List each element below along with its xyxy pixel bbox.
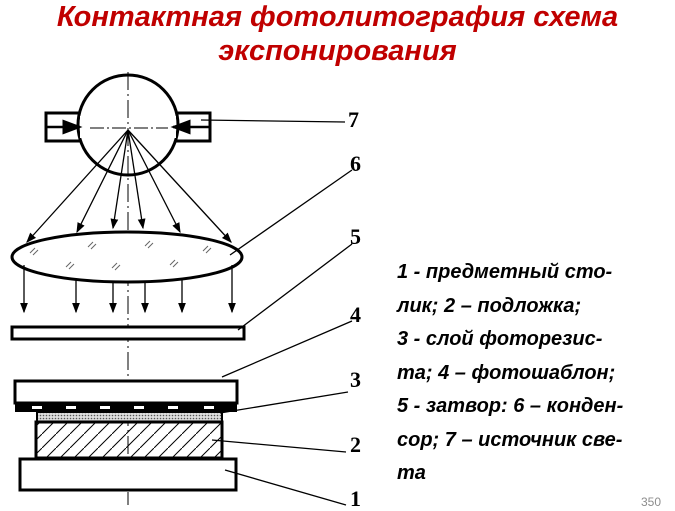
legend-line: 3 - слой фоторезис- xyxy=(397,328,603,350)
shutter xyxy=(10,325,246,341)
label-3: 3 xyxy=(350,367,361,392)
legend-line: сор; 7 – источник све- xyxy=(397,428,623,451)
label-6: 6 xyxy=(350,151,361,176)
light-rays xyxy=(26,129,232,243)
legend-line: лик; 2 – подложка; xyxy=(397,294,582,317)
page-number: 350 xyxy=(641,495,662,509)
slide-title-line2: экспонирования xyxy=(218,35,457,67)
legend-line: 5 - затвор: 6 – конден- xyxy=(397,395,624,417)
lens-hatch xyxy=(29,240,212,271)
label-7: 7 xyxy=(348,107,359,132)
stage xyxy=(18,457,238,492)
legend-line: 1 - предметный сто- xyxy=(397,261,613,283)
label-2: 2 xyxy=(350,432,361,457)
legend-text: 1 - предметный сто- лик; 2 – подложка; 3… xyxy=(397,256,675,491)
photomask xyxy=(13,379,239,412)
substrate xyxy=(34,420,224,460)
label-4: 4 xyxy=(350,302,361,327)
label-1: 1 xyxy=(350,486,361,511)
slide-title-line1: Контактная фотолитография схема xyxy=(56,1,619,33)
parallel-rays xyxy=(20,265,236,314)
leader-lines xyxy=(200,119,353,506)
condenser-lens xyxy=(10,230,244,284)
label-5: 5 xyxy=(350,224,361,249)
legend-line: та; 4 – фотошаблон; xyxy=(397,361,616,384)
legend-line: та xyxy=(397,462,426,484)
